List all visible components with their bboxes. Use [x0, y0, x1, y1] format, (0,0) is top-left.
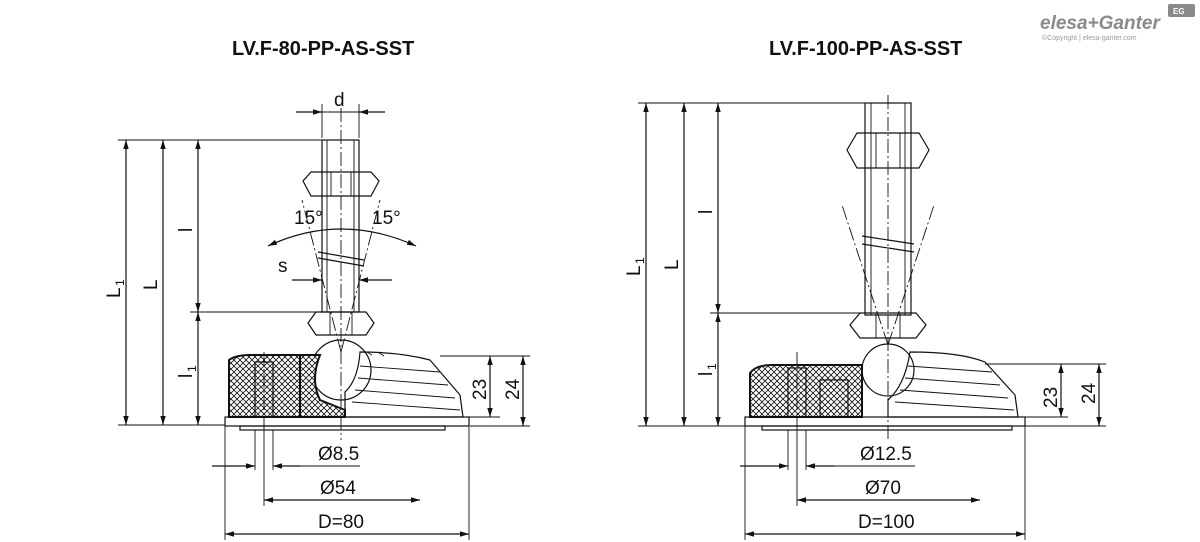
- right-height-dims: 23 24: [985, 363, 1106, 427]
- right-h23-label: 23: [1041, 387, 1062, 408]
- right-base: [744, 343, 1026, 431]
- left-s-label: s: [278, 256, 288, 277]
- left-height-dims: 23 24: [440, 355, 530, 427]
- left-drawing: LV.F-80-PP-AS-SST 15° 15°: [104, 38, 530, 540]
- right-drawing: LV.F-100-PP-AS-SST: [624, 38, 1106, 540]
- left-title: LV.F-80-PP-AS-SST: [232, 38, 414, 60]
- left-l-label: l: [176, 228, 197, 232]
- logo-badge-text: EG: [1173, 7, 1185, 16]
- right-dia-mid-label: Ø70: [865, 478, 901, 499]
- right-dia-small-label: Ø12.5: [860, 444, 912, 465]
- logo-text: elesa+Ganter: [1040, 13, 1161, 34]
- left-stud: [301, 108, 381, 440]
- left-h24-label: 24: [503, 378, 524, 400]
- right-L1-label: L: [624, 265, 645, 276]
- right-dia-base-label: D=100: [858, 512, 915, 533]
- right-horizontal-dims: Ø12.5 Ø70 D=100: [740, 426, 1026, 540]
- right-h24-label: 24: [1079, 382, 1100, 404]
- left-L1-sub: 1: [113, 279, 127, 286]
- left-vertical-dims: L 1 L l l 1: [104, 139, 322, 426]
- left-l1-label: l: [176, 374, 197, 378]
- left-h23-label: 23: [470, 379, 491, 400]
- left-dim-d: d: [296, 90, 385, 138]
- left-angle-left-label: 15°: [294, 208, 323, 229]
- left-dia-mid-label: Ø54: [320, 478, 356, 499]
- left-dia-small-label: Ø8.5: [318, 444, 359, 465]
- right-stud: [841, 95, 935, 440]
- left-dia-base-label: D=80: [318, 512, 364, 533]
- left-L-label: L: [141, 279, 162, 290]
- right-L1-sub: 1: [633, 257, 647, 264]
- right-title: LV.F-100-PP-AS-SST: [769, 38, 962, 60]
- right-l1-sub: 1: [705, 363, 719, 370]
- left-angle-right-label: 15°: [372, 208, 401, 229]
- left-base: [224, 339, 470, 431]
- left-l1-sub: 1: [185, 365, 199, 372]
- right-l-label: l: [696, 210, 717, 214]
- left-d-label: d: [334, 90, 345, 111]
- left-dim-s: s: [278, 256, 392, 283]
- left-horizontal-dims: Ø8.5 Ø54 D=80: [212, 426, 470, 540]
- right-vertical-dims: L 1 L l l 1: [624, 102, 865, 427]
- left-tilt-angle: 15° 15°: [267, 208, 417, 247]
- copyright-text: ©Copyright | elesa-ganter.com: [1042, 34, 1137, 42]
- logo-badge-icon: [1168, 4, 1195, 17]
- right-l1-label: l: [696, 372, 717, 376]
- brand-logo: elesa+Ganter EG ©Copyright | elesa-gante…: [1040, 4, 1195, 42]
- left-L1-label: L: [104, 287, 125, 298]
- right-L-label: L: [662, 259, 683, 270]
